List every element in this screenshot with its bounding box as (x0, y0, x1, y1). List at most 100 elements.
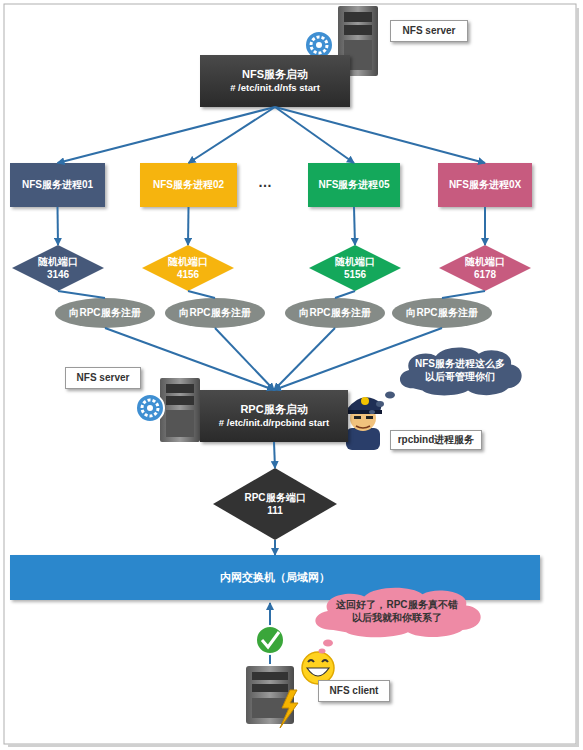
server-bay (344, 25, 372, 35)
shape-fill (400, 348, 522, 396)
node-detail: 3146 (47, 268, 69, 282)
process-box: NFS服务进程05 (308, 163, 400, 207)
text-group: NFS client (330, 684, 379, 698)
server-icon (160, 378, 200, 442)
register-ellipse: 向RPC服务注册 (55, 298, 155, 328)
connector (274, 540, 276, 555)
server-bay (344, 12, 372, 22)
node-title: 随机端口 (38, 255, 78, 269)
node-detail: 6178 (474, 268, 496, 282)
check-disc (256, 626, 284, 654)
start-box: NFS服务启动# /etc/init.d/nfs start (200, 55, 350, 107)
thought-dot (376, 401, 384, 407)
client-bay (252, 672, 288, 680)
shape-fill (285, 298, 385, 328)
police-eye (366, 416, 373, 419)
connector (274, 442, 275, 468)
speech-cloud: NFS服务进程这么多 以后哥管理你们 (393, 343, 527, 397)
shape-outline (12, 245, 104, 291)
node-title: rpcbind进程服务 (398, 433, 475, 447)
text-group: NFS服务启动# /etc/init.d/nfs start (230, 67, 320, 95)
connector (57, 207, 60, 245)
shape-fill (315, 588, 480, 638)
text-group: NFS服务进程02 (153, 178, 224, 192)
start-box: RPC服务启动# /etc/init.d/rpcbind start (200, 390, 348, 442)
gear-disc (136, 394, 164, 422)
connector (58, 107, 276, 163)
process-box: NFS服务进程0X (438, 163, 532, 207)
thought-dot (369, 410, 375, 414)
thought-dots (369, 392, 395, 415)
server-label: NFS server (390, 20, 468, 42)
shape-fill (392, 298, 492, 328)
text-group: 向RPC服务注册 (406, 306, 477, 320)
text-group: 随机端口5156 (335, 255, 375, 282)
text-group: 向RPC服务注册 (69, 306, 140, 320)
shape-fill (439, 245, 531, 291)
node-title: 随机端口 (168, 255, 208, 269)
shape-fill (309, 245, 401, 291)
smiley-eye (308, 660, 314, 662)
shape-outline (306, 583, 488, 639)
node-detail: 4156 (177, 268, 199, 282)
connector (354, 207, 355, 245)
ellipsis-mark: … (258, 174, 272, 190)
connector (274, 328, 442, 390)
node-title: NFS服务进程这么多 以后哥管理你们 (414, 357, 506, 384)
gear-teeth (142, 400, 158, 416)
server-grill (166, 410, 194, 437)
node-detail: # /etc/init.d/rpcbind start (219, 417, 329, 430)
server-label: NFS server (65, 367, 141, 389)
node-title: NFS client (330, 684, 379, 698)
text-group: NFS服务进程05 (318, 178, 389, 192)
node-title: 随机端口 (335, 255, 375, 269)
server-bay (166, 384, 194, 393)
text-group: 内网交换机（局域网） (220, 570, 330, 585)
connector (188, 291, 215, 298)
gear-teeth (311, 37, 327, 53)
process-label: rpcbind进程服务 (390, 430, 482, 450)
connector (335, 291, 355, 298)
police-badge (361, 397, 369, 405)
connector (275, 107, 485, 163)
node-title: NFS服务进程0X (449, 178, 521, 192)
frame-shadow (576, 8, 579, 746)
text-group: RPC服务启动# /etc/init.d/rpcbind start (219, 402, 329, 430)
police-eye (354, 416, 361, 419)
frame-shadow (8, 744, 579, 747)
text-group: NFS服务进程这么多 以后哥管理你们 (414, 357, 506, 384)
node-title: NFS server (403, 24, 456, 38)
gear-hub (316, 42, 322, 48)
node-title: RPC服务端口 (244, 491, 305, 505)
port-diamond: 随机端口4156 (142, 245, 234, 291)
check-icon (256, 626, 284, 654)
process-box: NFS服务进程02 (140, 163, 237, 207)
police-hat-brim (344, 410, 382, 414)
text-group: RPC服务端口111 (244, 491, 305, 518)
node-detail: # /etc/init.d/nfs start (230, 82, 320, 95)
text-group: 这回好了，RPC服务真不错 以后我就和你联系了 (335, 598, 459, 625)
shape-outline (439, 245, 531, 291)
thought-dot (319, 649, 326, 654)
client-label: NFS client (318, 680, 390, 702)
shape-fill (55, 298, 155, 328)
port-diamond: 随机端口5156 (309, 245, 401, 291)
text-group: NFS服务进程0X (449, 178, 521, 192)
lightning-icon (280, 690, 298, 728)
shape-fill (142, 245, 234, 291)
node-title: RPC服务启动 (240, 402, 307, 417)
shape-fill (213, 468, 337, 540)
node-title: 内网交换机（局域网） (220, 570, 330, 585)
shape-outline (309, 245, 401, 291)
connector (189, 107, 276, 163)
node-title: NFS服务进程05 (318, 178, 389, 192)
node-title: 向RPC服务注册 (299, 306, 370, 320)
node-title: 随机端口 (465, 255, 505, 269)
register-ellipse: 向RPC服务注册 (285, 298, 385, 328)
connector (215, 328, 274, 390)
text-group: NFS服务进程01 (22, 178, 93, 192)
text-group: 随机端口6178 (465, 255, 505, 282)
connector (187, 207, 190, 245)
node-title: 向RPC服务注册 (406, 306, 477, 320)
